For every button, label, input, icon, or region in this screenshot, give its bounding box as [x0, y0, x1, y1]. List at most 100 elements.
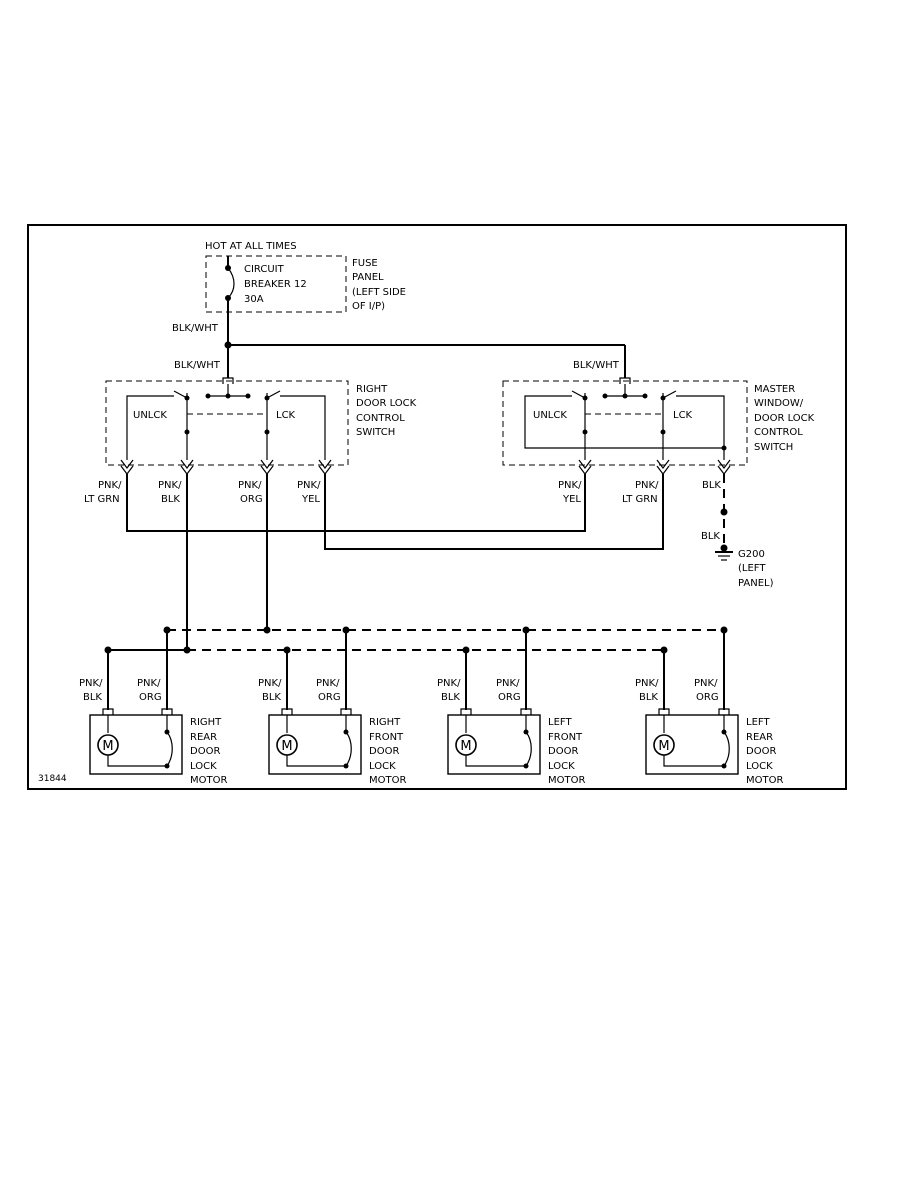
hot-at-all-times-label: HOT AT ALL TIMES [205, 241, 297, 252]
master-switch-terminal-2-line2: LT GRN [622, 494, 658, 505]
master-unlock-contact-arm [571, 390, 586, 399]
motor-1-title-2: REAR [190, 732, 217, 743]
motor-3-title-4: LOCK [548, 761, 575, 772]
master-switch-connectors [578, 459, 731, 475]
motor-2-wire-a-2: BLK [262, 692, 281, 703]
motor-1-title-5: MOTOR [190, 775, 227, 786]
motor-drops [107, 630, 725, 710]
master-switch-title-3: DOOR LOCK [754, 413, 815, 424]
right-switch-title-1: RIGHT [356, 384, 388, 395]
motor-2-title-3: DOOR [369, 746, 399, 757]
motor-3-title-5: MOTOR [548, 775, 585, 786]
motor-4-title-2: REAR [746, 732, 773, 743]
motor-symbol-label: M [102, 739, 113, 754]
master-window-door-lock-control-switch: UNLCK LCK MASTER WINDOW/ DOOR LOCK CONTR… [502, 377, 815, 466]
motor-1-wire-b-1: PNK/ [137, 678, 161, 689]
motor-2-title-2: FRONT [369, 732, 404, 743]
motor-left-rear: M LEFT REAR DOOR LOCK MOTOR [645, 708, 783, 786]
right-switch-connectors [120, 459, 332, 475]
motor-2-title-4: LOCK [369, 761, 396, 772]
motor-right-rear: M RIGHT REAR DOOR LOCK MOTOR [89, 708, 227, 786]
motor-symbol-label: M [658, 739, 669, 754]
lock-contact-arm [266, 390, 281, 399]
ground-location-1: (LEFT [738, 563, 766, 574]
master-switch-internal-ground [524, 395, 725, 449]
motor-3-wire-a-1: PNK/ [437, 678, 461, 689]
figure-id: 31844 [38, 774, 67, 784]
motor-1-wire-b-2: ORG [139, 692, 162, 703]
right-switch-terminal-1-line1: PNK/ [98, 480, 122, 491]
motor-1-title-1: RIGHT [190, 717, 222, 728]
motor-2-wire-b-1: PNK/ [316, 678, 340, 689]
ground-g200: BLK G200 (LEFT PANEL) [701, 474, 774, 589]
master-switch-lock-label: LCK [673, 410, 693, 421]
motor-2-title-1: RIGHT [369, 717, 401, 728]
motor-right-front: M RIGHT FRONT DOOR LOCK MOTOR [268, 708, 406, 786]
circuit-breaker-symbol [227, 267, 235, 299]
motor-4-wire-a-2: BLK [639, 692, 658, 703]
motor-1-wire-a-1: PNK/ [79, 678, 103, 689]
wire-pnk-yel-to-pnk-ltgrn [324, 474, 664, 550]
wire-label-feed-right-switch: BLK/WHT [174, 360, 221, 371]
motor-4-wire-b-2: ORG [696, 692, 719, 703]
right-door-lock-control-switch: UNLCK LCK RIGHT DOOR LOCK CONTROL SWITCH [105, 377, 417, 466]
right-switch-terminal-2-line2: BLK [161, 494, 180, 505]
breaker-label-2: BREAKER 12 [244, 279, 307, 290]
motor-4-wire-b-1: PNK/ [694, 678, 718, 689]
master-switch-connector-top [619, 377, 631, 384]
master-switch-box [502, 380, 748, 466]
power-source: HOT AT ALL TIMES CIRCUIT BREAKER 12 30A … [205, 241, 406, 345]
motor-3-wire-a-2: BLK [441, 692, 460, 703]
wire-label-feed-top: BLK/WHT [172, 323, 219, 334]
right-switch-terminal-4-line1: PNK/ [297, 480, 321, 491]
motor-4-title-4: LOCK [746, 761, 773, 772]
motor-3-title-1: LEFT [548, 717, 572, 728]
master-switch-unlock-label: UNLCK [533, 410, 567, 421]
motor-symbol-label: M [281, 739, 292, 754]
master-switch-title-1: MASTER [754, 384, 795, 395]
ground-location-2: PANEL) [738, 578, 774, 589]
right-switch-internal-lock [280, 395, 326, 460]
right-switch-terminal-2-line1: PNK/ [158, 480, 182, 491]
fuse-panel-box [205, 255, 347, 313]
right-switch-terminal-3-line1: PNK/ [238, 480, 262, 491]
right-switch-terminal-1-line2: LT GRN [84, 494, 120, 505]
right-switch-unlock-label: UNLCK [133, 410, 167, 421]
master-switch-title-5: SWITCH [754, 442, 793, 453]
motor-1-wire-a-2: BLK [83, 692, 102, 703]
motor-4-title-5: MOTOR [746, 775, 783, 786]
motor-2-wire-b-2: ORG [318, 692, 341, 703]
right-switch-terminal-3-line2: ORG [240, 494, 263, 505]
motor-symbol-label: M [460, 739, 471, 754]
right-switch-lock-label: LCK [276, 410, 296, 421]
motor-1-title-3: DOOR [190, 746, 220, 757]
breaker-label-3: 30A [244, 294, 264, 305]
right-switch-title-4: SWITCH [356, 427, 395, 438]
right-switch-title-3: CONTROL [356, 413, 405, 424]
breaker-label-1: CIRCUIT [244, 264, 285, 275]
fuse-panel-label-1: FUSE [352, 258, 378, 269]
fuse-panel-label-3: (LEFT SIDE [352, 287, 406, 298]
master-switch-terminal-3-line1: BLK [702, 480, 721, 491]
motor-4-title-3: DOOR [746, 746, 776, 757]
motor-3-wire-b-2: ORG [498, 692, 521, 703]
unlock-contact-arm [173, 390, 188, 399]
master-switch-terminal-2-line1: PNK/ [635, 480, 659, 491]
ground-id: G200 [738, 549, 765, 560]
motor-2-wire-a-1: PNK/ [258, 678, 282, 689]
motor-3-title-3: DOOR [548, 746, 578, 757]
right-switch-title-2: DOOR LOCK [356, 398, 417, 409]
wire-pnk-ltgrn-to-pnk-yel [126, 474, 586, 532]
diagram-frame [27, 224, 847, 790]
fuse-panel-label-4: OF I/P) [352, 301, 385, 312]
master-switch-title-4: CONTROL [754, 427, 803, 438]
ground-wire-label: BLK [701, 531, 720, 542]
motor-3-wire-b-1: PNK/ [496, 678, 520, 689]
right-switch-box [105, 380, 349, 466]
motor-1-title-4: LOCK [190, 761, 217, 772]
wire-label-feed-master-switch: BLK/WHT [573, 360, 620, 371]
motor-4-title-1: LEFT [746, 717, 770, 728]
right-switch-connector-top [222, 377, 234, 384]
motor-2-title-5: MOTOR [369, 775, 406, 786]
